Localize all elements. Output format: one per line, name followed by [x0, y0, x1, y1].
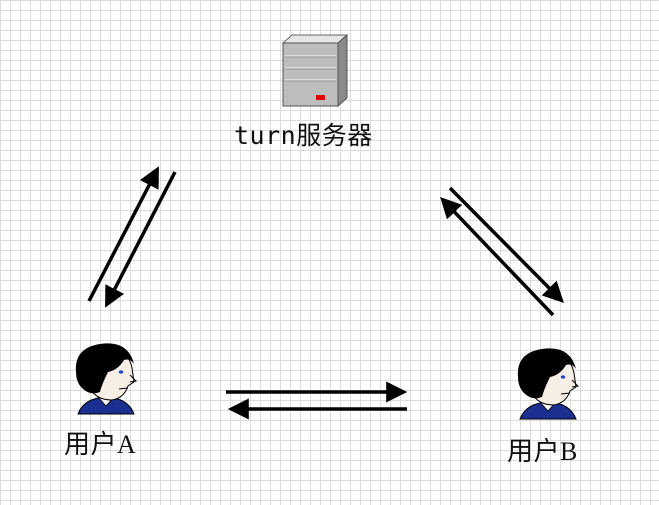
- user-b-label: 用户B: [507, 437, 578, 466]
- arrow-pair-usera-server: [87, 166, 177, 308]
- arrow-pair-userb-server: [440, 186, 564, 317]
- arrow-usera-to-server: [87, 166, 159, 302]
- arrow-pair-usera-userb: [226, 381, 408, 420]
- server-indicator-light: [316, 95, 325, 100]
- server-icon: [281, 33, 349, 108]
- arrow-server-to-userb: [448, 186, 564, 303]
- user-a-avatar-icon: [75, 343, 138, 415]
- user-b-avatar-icon: [517, 348, 580, 420]
- server-label: turn服务器: [234, 121, 373, 150]
- user-a-label: 用户A: [64, 430, 137, 459]
- arrow-server-to-usera: [105, 171, 177, 308]
- arrow-userb-to-server: [440, 196, 555, 317]
